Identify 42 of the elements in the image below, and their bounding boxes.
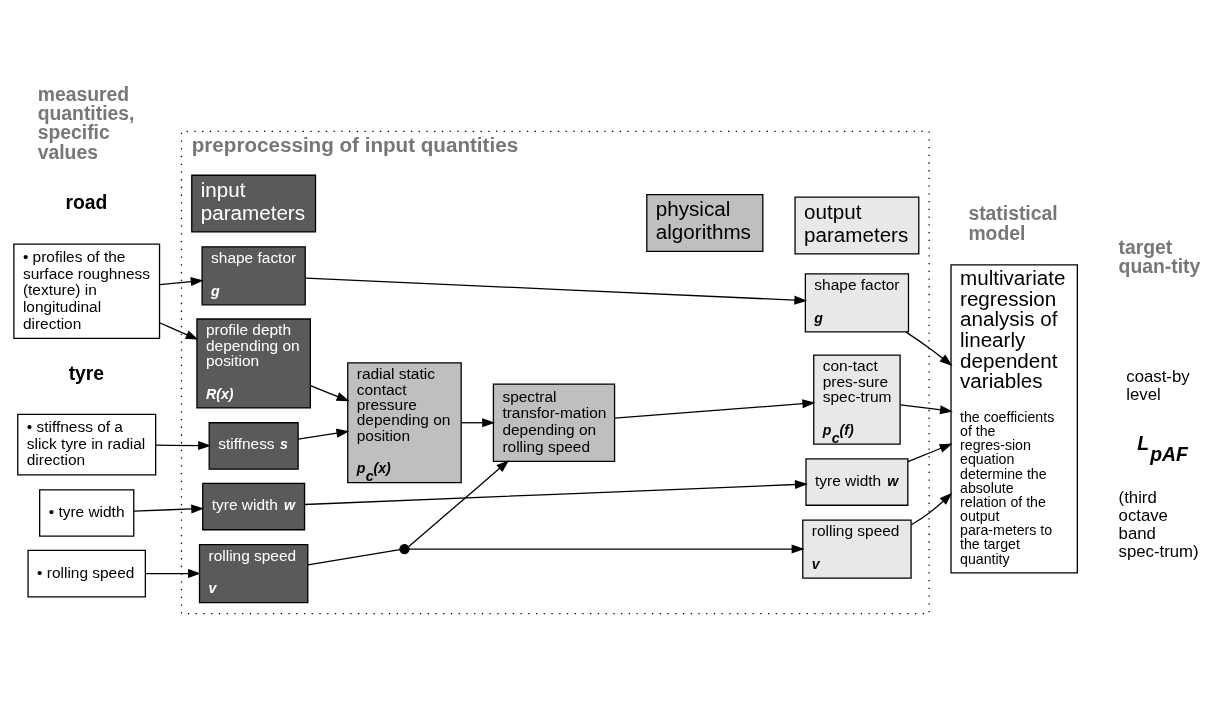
node-box: rolling speed v: [198, 543, 309, 604]
arrow: [158, 322, 199, 340]
arrow: [158, 277, 204, 287]
label: coast-by level: [1126, 367, 1190, 405]
node-box: tyre width w: [202, 482, 306, 531]
node-box: profile depth depending on position R(x): [196, 318, 311, 409]
arrow: [155, 441, 212, 451]
node-box: multivariate regression analysis of linearly dependent variables the coefficients of the regres-sion equation determine the absolute relation of the output para-meters to the target quantity: [950, 264, 1078, 574]
arrow: [899, 404, 953, 415]
arrow: [408, 544, 805, 554]
node-box: • rolling speed: [27, 549, 146, 598]
label: road: [65, 192, 108, 214]
connector: [307, 548, 401, 566]
node-box: • tyre width: [39, 489, 135, 537]
node-box: output parameters: [794, 196, 920, 255]
node-circle: [399, 543, 410, 555]
node-box: • profiles of the surface roughness (texture) in longitudinal direction: [13, 243, 161, 339]
arrow: [408, 460, 510, 548]
node-box: input parameters: [191, 174, 317, 233]
arrow: [907, 443, 953, 463]
arrow: [144, 569, 201, 579]
label: target quan-tity: [1118, 236, 1201, 278]
node-box: shape factor g: [804, 273, 910, 333]
node-box: spectral transfor-mation depending on rolling speed: [492, 383, 616, 463]
label: measured quantities, specific values: [37, 83, 135, 163]
node-box: tyre width w: [805, 458, 909, 506]
arrow: [460, 418, 496, 428]
arrow: [305, 277, 808, 305]
arrow: [910, 492, 953, 526]
arrow: [613, 399, 816, 419]
node-box: • stiffness of a slick tyre in radial direction: [17, 413, 157, 476]
arrow: [905, 331, 953, 367]
label: (third octave band spec-trum): [1118, 488, 1199, 562]
label: statistical model: [968, 203, 1058, 244]
arrow: [133, 504, 205, 514]
node-box: rolling speed v: [802, 519, 912, 579]
label: tyre: [68, 362, 105, 384]
arrow: [297, 428, 350, 440]
node-box: physical algorithms: [646, 193, 764, 252]
arrow: [309, 385, 350, 402]
arrow: [303, 480, 808, 506]
node-box: stiffness s: [208, 422, 299, 470]
